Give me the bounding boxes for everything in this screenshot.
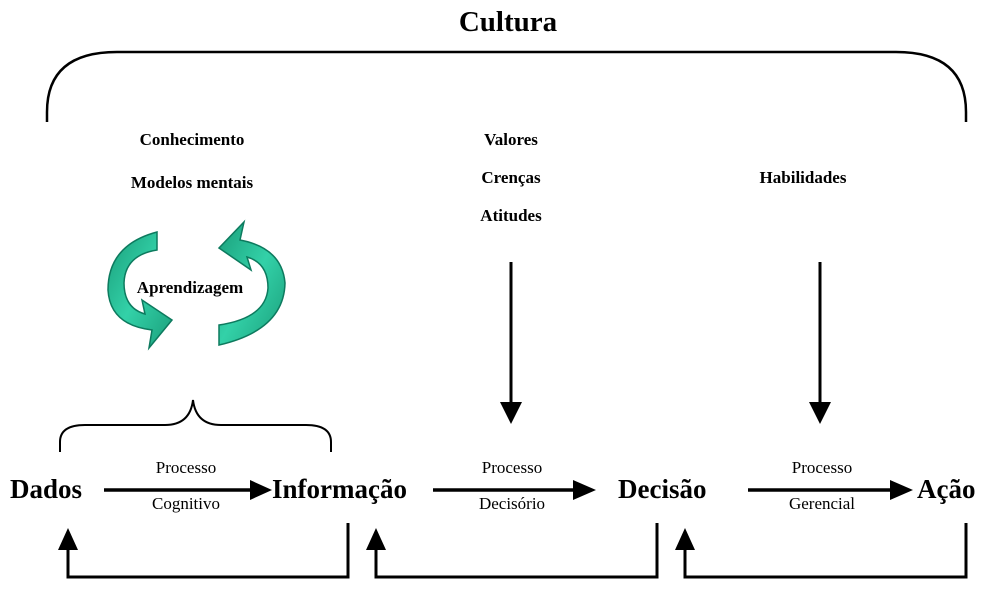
learning-cycle-icon	[107, 219, 286, 351]
cycle-arrow-right	[217, 219, 286, 346]
feedback-loop-decisao-informacao	[366, 523, 659, 579]
learning-label: Aprendizagem	[136, 278, 244, 297]
culture-brace	[45, 50, 968, 122]
node-dados: Dados	[10, 474, 83, 504]
diagram-title: Cultura	[458, 6, 558, 38]
process-cognitivo-line2: Cognitivo	[151, 494, 221, 513]
process-decisorio-line1: Processo	[481, 458, 543, 477]
values-label: Valores	[484, 130, 538, 149]
skills-down-arrow	[809, 262, 831, 424]
arrow-informacao-decisao	[433, 480, 596, 500]
feedback-loop-informacao-dados	[58, 523, 350, 579]
process-decisorio-line2: Decisório	[478, 494, 546, 513]
node-decisao: Decisão	[618, 474, 707, 504]
node-informacao: Informação	[272, 474, 407, 504]
mental-models-label: Modelos mentais	[130, 173, 254, 192]
knowledge-label: Conhecimento	[139, 130, 245, 149]
arrow-dados-informacao	[104, 480, 272, 500]
values-down-arrow	[500, 262, 522, 424]
attitudes-label: Atitudes	[480, 206, 542, 225]
feedback-loop-acao-decisao	[675, 523, 968, 579]
cycle-arrow-left	[107, 231, 174, 351]
knowledge-brace	[59, 399, 332, 452]
process-gerencial-line2: Gerencial	[788, 494, 856, 513]
skills-label: Habilidades	[759, 168, 847, 187]
process-cognitivo-line1: Processo	[155, 458, 217, 477]
node-acao: Ação	[917, 474, 976, 504]
arrow-decisao-acao	[748, 480, 913, 500]
beliefs-label: Crenças	[481, 168, 541, 187]
process-gerencial-line1: Processo	[791, 458, 853, 477]
